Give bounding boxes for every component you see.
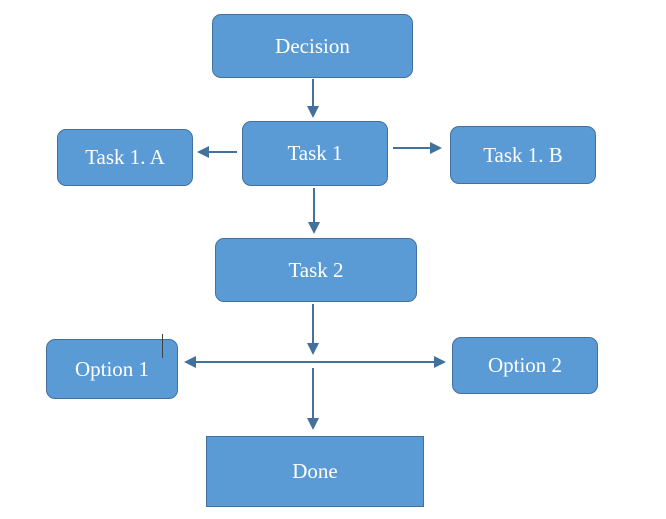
node-task-1[interactable]: Task 1: [242, 121, 388, 186]
node-task-1a-label: Task 1. A: [85, 145, 165, 169]
node-option-2-label: Option 2: [487, 353, 563, 377]
node-task-1b-label: Task 1. B: [483, 142, 563, 167]
node-done[interactable]: Done: [206, 436, 424, 507]
node-task-1a[interactable]: Task 1. A: [57, 129, 193, 186]
node-option-1[interactable]: Option 1: [46, 339, 178, 399]
node-option-1-label: Option 1: [74, 356, 150, 381]
node-task-2[interactable]: Task 2: [215, 238, 417, 302]
node-option-2[interactable]: Option 2: [452, 337, 598, 394]
node-task-1b[interactable]: Task 1. B: [450, 126, 596, 184]
node-decision[interactable]: Decision: [212, 14, 413, 78]
node-decision-label: Decision: [275, 33, 350, 58]
node-task-2-label: Task 2: [288, 257, 344, 282]
text-cursor: [162, 334, 163, 358]
node-done-label: Done: [292, 459, 338, 483]
node-task-1-label: Task 1: [287, 141, 343, 165]
